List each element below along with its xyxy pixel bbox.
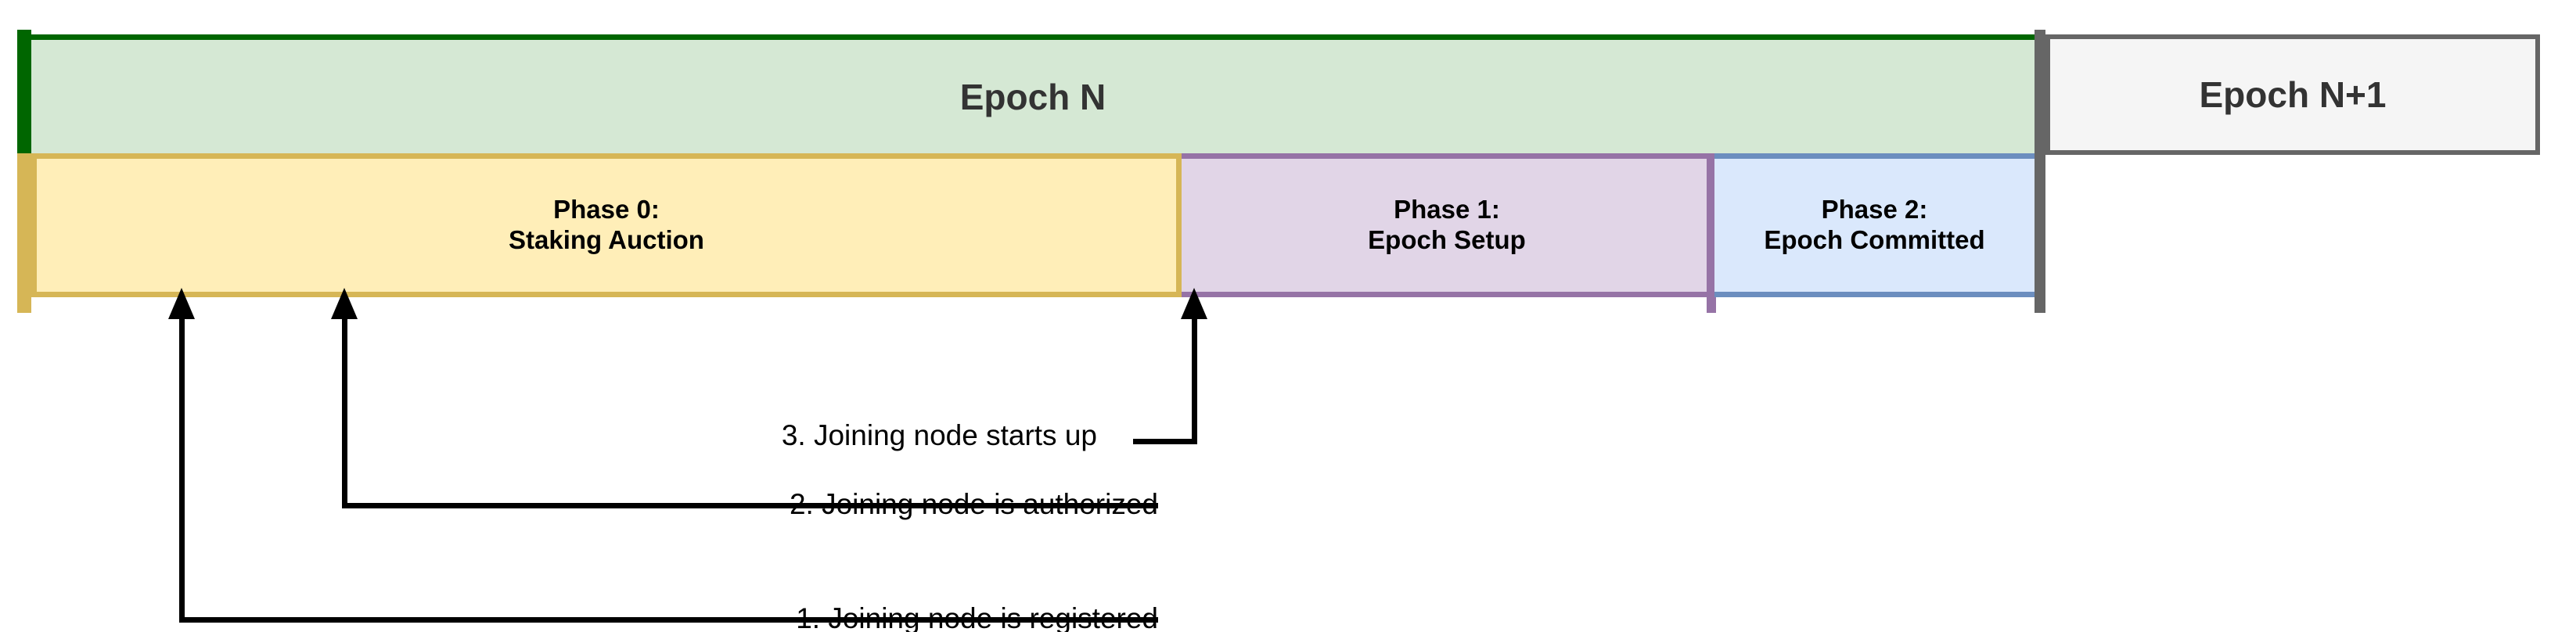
callout-2-leader-vertical [342,313,347,505]
epoch-n-plus-1-block: Epoch N+1 [2045,34,2540,155]
phase-2-start-marker [1707,153,1716,313]
phase-1-block: Phase 1: Epoch Setup [1182,153,1712,297]
callout-1-leader-horizontal [179,617,1158,623]
phase-1-subtitle: Epoch Setup [1368,225,1526,254]
callout-3-leader-vertical [1192,313,1197,441]
phase-2-subtitle: Epoch Committed [1764,225,1985,254]
callout-1-label: 1. Joining node is registered [796,602,1158,632]
phase-0-title: Phase 0: [553,195,660,224]
epoch-n-start-marker [17,30,31,155]
callout-3-label: 3. Joining node starts up [781,419,1097,451]
epoch-n-plus-1-label: Epoch N+1 [2199,74,2387,115]
epoch-n-block: Epoch N [31,34,2035,155]
phase-2-text: Phase 2: Epoch Committed [1764,195,1984,256]
phase-2-block: Phase 2: Epoch Committed [1714,153,2035,297]
phase-0-subtitle: Staking Auction [509,225,704,254]
callout-3-arrow-icon [1181,288,1207,319]
phase-0-text: Phase 0: Staking Auction [509,195,704,256]
callout-2-leader-horizontal [342,503,1158,508]
phase-1-title: Phase 1: [1394,195,1500,224]
callout-2-label: 2. Joining node is authorized [789,488,1158,520]
phase-0-start-marker [17,153,31,313]
phase-1-text: Phase 1: Epoch Setup [1368,195,1526,256]
callout-3-leader-horizontal [1133,439,1197,444]
phase-0-block: Phase 0: Staking Auction [31,153,1182,297]
callout-1-leader-vertical [179,313,185,619]
callout-1-arrow-icon [168,288,195,319]
epoch-boundary-divider [2035,30,2045,313]
phase-2-title: Phase 2: [1821,195,1928,224]
epoch-n-label: Epoch N [959,77,1106,118]
callout-2-arrow-icon [331,288,358,319]
